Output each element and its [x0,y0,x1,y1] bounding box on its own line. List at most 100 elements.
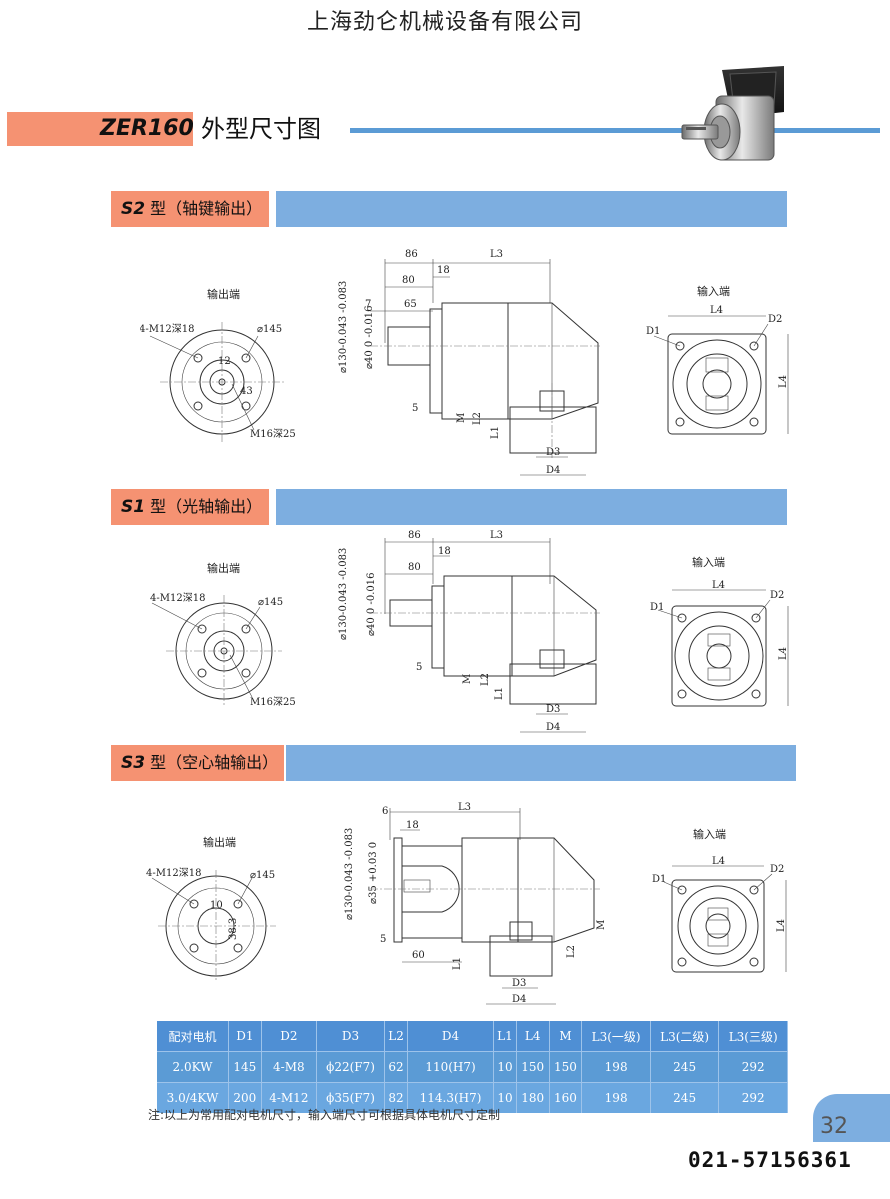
dim-60: 60 [412,950,425,961]
dim-l2: L2 [472,412,483,425]
dim-80: 80 [408,562,421,573]
s2-input-view: L4 D1 D2 L4 [646,305,789,435]
table-cell: 245 [650,1082,720,1113]
gearbox-photo [681,66,784,161]
table-header-cell: M [549,1021,583,1052]
title-rule-right [770,128,880,133]
table-cell: 292 [718,1082,788,1113]
title-accent-block [7,112,193,146]
dim-l4-vertical: L4 [776,919,787,932]
dim-5: 5 [416,662,422,673]
title-rule [350,128,710,133]
dim-h43: 43 [240,386,253,397]
dim-d3: D3 [512,978,526,989]
dim-holes: 4-M12深18 [140,323,194,335]
table-header-cell: D2 [261,1021,317,1052]
dim-d4: D4 [546,722,560,733]
dim-shaft: ⌀40 0 -0.016 [366,573,377,636]
table-cell: ϕ35(F7) [316,1082,386,1113]
dim-d2: D2 [768,314,782,325]
dim-key: 12 [218,356,231,367]
table-cell: 10 [493,1051,517,1083]
page-number-tab [813,1094,890,1142]
dim-l3: L3 [458,802,471,813]
dim-holes: 4-M12深18 [150,592,205,604]
table-header-cell: D1 [228,1021,262,1052]
dim-5: 5 [412,403,418,414]
s3-side-view: 6 18 L3 ⌀130-0.043 -0.083 ⌀35 +0.03 0 5 … [344,802,607,1005]
section-label-s3: S3 型（空心轴输出） [111,745,284,781]
input-end-label: 输入端 [692,556,725,569]
table-header-cell: D4 [407,1021,495,1052]
dim-l1: L1 [452,957,463,970]
dim-6: 6 [382,806,388,817]
dim-l3: L3 [490,249,503,260]
table-cell: 198 [581,1082,651,1113]
dim-d1: D1 [650,602,664,613]
section-bar-s1 [276,489,787,525]
table-cell: 150 [549,1051,583,1083]
section-code: S2 [121,199,146,219]
dim-od: ⌀130-0.043 -0.083 [338,281,349,373]
dim-l3: L3 [490,530,503,541]
dim-thread: M16深25 [250,696,296,708]
section-code: S3 [121,753,146,773]
table-cell: 82 [384,1082,408,1113]
company-name: 上海劲仑机械设备有限公司 [306,10,583,35]
table-cell: 114.3(H7) [407,1082,495,1113]
s3-output-view: 4-M12深18 ⌀145 10 38.3 [146,867,276,982]
table-header-row: 配对电机 D1 D2 D3 L2 D4 L1 L4 M L3(一级) L3(二级… [157,1021,788,1052]
s3-input-view: L4 D1 D2 L4 [652,856,787,973]
table-cell: 160 [549,1082,583,1113]
dim-d4: D4 [512,994,526,1005]
dim-thread: M16深25 [250,428,296,440]
table-cell: 198 [581,1051,651,1083]
s1-input-view: L4 D1 D2 L4 [650,580,789,707]
dim-86: 86 [408,530,421,541]
table-cell: ϕ22(F7) [316,1051,386,1083]
s2-output-view: 4-M12深18 ⌀145 12 43 M16深25 [140,322,296,442]
dim-l1: L1 [490,426,501,439]
table-cell: 3.0/4KW [157,1082,229,1113]
table-cell: 292 [718,1051,788,1083]
dim-7: 7 [365,299,371,310]
table-cell: 150 [516,1051,550,1083]
dim-l4: L4 [712,856,725,867]
page-title: 外型尺寸图 [201,115,321,143]
dim-holes: 4-M12深18 [146,867,201,879]
section-name: 型（空心轴输出） [150,753,279,772]
dim-80: 80 [402,275,415,286]
table-header-cell: L4 [516,1021,550,1052]
dim-5: 5 [380,934,386,945]
dim-d3: D3 [546,704,560,715]
output-end-label: 输出端 [203,836,236,849]
dim-od: ⌀130-0.043 -0.083 [338,548,349,640]
table-row: 3.0/4KW 200 4-M12 ϕ35(F7) 82 114.3(H7) 1… [157,1082,788,1113]
section-label-s1: S1 型（光轴输出） [111,489,269,525]
dim-shaft: ⌀40 0 -0.016 [364,306,375,369]
section-code: S1 [121,497,146,517]
footnote: 注:以上为常用配对电机尺寸，输入端尺寸可根据具体电机尺寸定制 [148,1108,501,1122]
dim-m: M [596,920,607,930]
section-label-s2: S2 型（轴键输出） [111,191,269,227]
title-model: ZER160 [100,116,194,141]
table-cell: 4-M12 [261,1082,317,1113]
dim-pcd: ⌀145 [258,597,283,608]
table-cell: 10 [493,1082,517,1113]
phone-number: 021-57156361 [688,1148,852,1172]
dim-l2: L2 [480,673,491,686]
dim-key: 10 [210,900,223,911]
table-header-cell: D3 [316,1021,386,1052]
table-cell: 4-M8 [261,1051,317,1083]
table-header-cell: L3(一级) [581,1021,651,1052]
table-header-cell: L1 [493,1021,517,1052]
table-cell: 62 [384,1051,408,1083]
table-cell: 2.0KW [157,1051,229,1083]
input-end-label: 输入端 [697,285,730,298]
input-end-label: 输入端 [693,828,726,841]
section-name: 型（轴键输出） [150,199,263,218]
dim-86: 86 [405,249,418,260]
dim-h38: 38.3 [228,918,239,940]
table-header-cell: L3(二级) [650,1021,720,1052]
dim-shaft: ⌀35 +0.03 0 [368,842,379,904]
